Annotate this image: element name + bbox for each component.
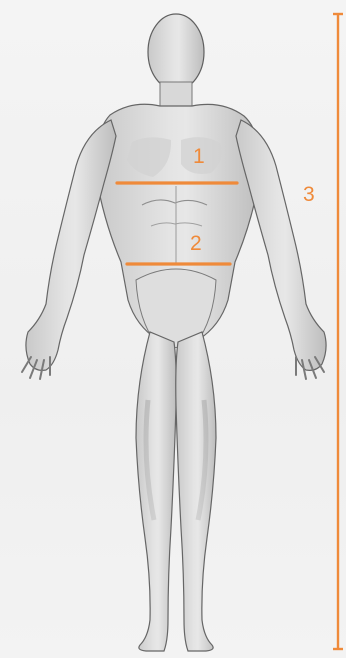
measurement-label-2: 2 [190,233,202,254]
measurement-label-3: 3 [303,184,315,205]
measurement-label-1: 1 [193,146,205,167]
